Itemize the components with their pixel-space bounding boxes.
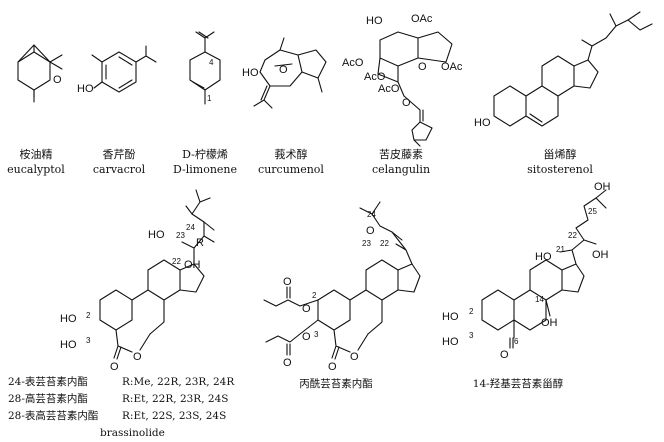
propionyl-ester-o-2: O — [302, 331, 311, 343]
brassinolide-row-3-name: 28-表高芸苔素内酯 — [8, 409, 98, 422]
hydroxy-ketone-o: O — [500, 349, 509, 361]
brassinolide-ho-2: HO — [60, 313, 77, 325]
hydroxy-c25-label: 25 — [588, 207, 597, 216]
curcumenol-en-label: curcumenol — [258, 163, 324, 176]
limonene-c4-label: 4 — [209, 58, 214, 67]
hydroxy-oh-14: OH — [541, 317, 558, 329]
celangulin-ho: HO — [366, 15, 383, 27]
hydroxy-oh-25: OH — [594, 181, 611, 193]
brassinolide-r-group: R — [196, 237, 204, 249]
brassinolide-lactone-o: O — [110, 361, 119, 373]
hydroxy-ho-2: HO — [442, 311, 459, 323]
eucalyptol-structure: O — [17, 44, 63, 103]
carvacrol-cn-label: 香芹酚 — [103, 147, 136, 161]
carvacrol-structure: HO — [77, 45, 157, 95]
celangulin-structure: HO OAc AcO AcO AcO OAc O O — [342, 13, 463, 147]
brassinolide-row-1-name: 24-表芸苔素内酯 — [8, 375, 88, 388]
propionyl-c23-label: 23 — [362, 239, 371, 248]
hydroxy-c6-label: 6 — [514, 337, 519, 346]
propionyl-carbonyl-o-1: O — [283, 276, 292, 288]
hydroxy-c14-label: 14 — [535, 295, 544, 304]
brassinolide-row-2-r: R:Et, 22R, 23R, 24S — [122, 393, 228, 405]
propionyl-ring-o: O — [350, 351, 359, 363]
propionyl-epoxide-o: O — [366, 225, 375, 237]
sitosterenol-en-label: sitosterenol — [527, 163, 593, 176]
eucalyptol-oxygen: O — [53, 74, 62, 86]
brassinolide-c3-label: 3 — [86, 336, 91, 345]
curcumenol-hydroxyl: HO — [242, 67, 259, 79]
hydroxy-c22-label: 22 — [568, 231, 577, 240]
eucalyptol-en-label: eucalyptol — [7, 163, 65, 176]
brassinolide-ho-3: HO — [60, 339, 77, 351]
d-limonene-cn-label: D-柠檬烯 — [182, 147, 228, 161]
curcumenol-cn-label: 莪术醇 — [275, 147, 308, 161]
celangulin-ester-o: O — [402, 97, 411, 109]
celangulin-cn-label: 苦皮藤素 — [379, 148, 423, 161]
celangulin-aco-left: AcO — [342, 57, 364, 69]
propionyl-c22-label: 22 — [380, 239, 389, 248]
brassinolide-ring-o: O — [133, 351, 142, 363]
brassinolide-c24-label: 24 — [186, 223, 195, 232]
celangulin-oxygen: O — [418, 61, 427, 73]
brassinolide-c2-label: 2 — [86, 311, 91, 320]
propionyl-brassinolide-structure: O 2 O 3 O O O O O 24 23 22 — [263, 201, 421, 373]
hydroxy-c2-label: 2 — [469, 307, 474, 316]
brassinolide-row-1-r: R:Me, 22R, 23R, 24R — [122, 376, 235, 388]
curcumenol-oxygen: O — [279, 64, 288, 76]
hydroxy-brassinosterol-structure: HO 2 HO 3 O 6 14 OH HO 21 22 OH 25 OH — [442, 181, 611, 361]
sitosterenol-structure: HO — [474, 11, 653, 129]
d-limonene-en-label: D-limonene — [173, 163, 237, 176]
propionyl-carbonyl-o-2: O — [283, 357, 292, 369]
hydroxy-c21-label: 21 — [556, 245, 565, 254]
carvacrol-en-label: carvacrol — [93, 163, 146, 176]
d-limonene-structure: 4 1 — [189, 31, 221, 105]
sitosterenol-cn-label: 甾烯醇 — [544, 147, 577, 161]
celangulin-oac-right: OAc — [441, 61, 463, 73]
sitosterenol-hydroxyl: HO — [474, 117, 491, 129]
propionyl-lactone-o: O — [328, 361, 337, 373]
brassinolide-c23-label: 23 — [176, 231, 185, 240]
propionyl-brassinolide-label: 丙酰芸苔素内酯 — [299, 377, 373, 390]
carvacrol-hydroxyl: HO — [77, 83, 94, 95]
celangulin-aco-lower: AcO — [364, 71, 386, 83]
propionyl-c24-label: 24 — [367, 210, 376, 219]
curcumenol-structure: HO O — [242, 37, 327, 109]
hydroxy-ho-3: HO — [442, 336, 459, 348]
hydroxy-ho-20: HO — [535, 251, 552, 263]
celangulin-en-label: celangulin — [372, 163, 430, 176]
brassinolide-oh-22: OH — [184, 259, 201, 271]
propionyl-c2-label: 2 — [312, 291, 317, 300]
brassinolide-c22-label: 22 — [172, 257, 181, 266]
brassinolide-row-3-r: R:Et, 22S, 23S, 24S — [122, 410, 226, 422]
hydroxy-brassinosterol-label: 14-羟基芸苔素甾醇 — [473, 377, 564, 390]
celangulin-oac-top: OAc — [411, 13, 433, 25]
propionyl-c3-label: 3 — [314, 330, 319, 339]
propionyl-ester-o-1: O — [302, 303, 311, 315]
brassinolide-row-2-name: 28-高芸苔素内酯 — [8, 392, 88, 405]
brassinolide-structure: HO 2 HO 3 O O HO 23 24 R 22 OH — [60, 189, 215, 373]
brassinolide-caption: brassinolide — [100, 427, 165, 439]
hydroxy-oh-22: OH — [592, 249, 609, 261]
celangulin-aco-bottom: AcO — [378, 83, 400, 95]
brassinolide-ho-23: HO — [148, 229, 165, 241]
limonene-c1-label: 1 — [207, 94, 212, 103]
hydroxy-c3-label: 3 — [469, 331, 474, 340]
eucalyptol-cn-label: 桉油精 — [20, 147, 53, 161]
